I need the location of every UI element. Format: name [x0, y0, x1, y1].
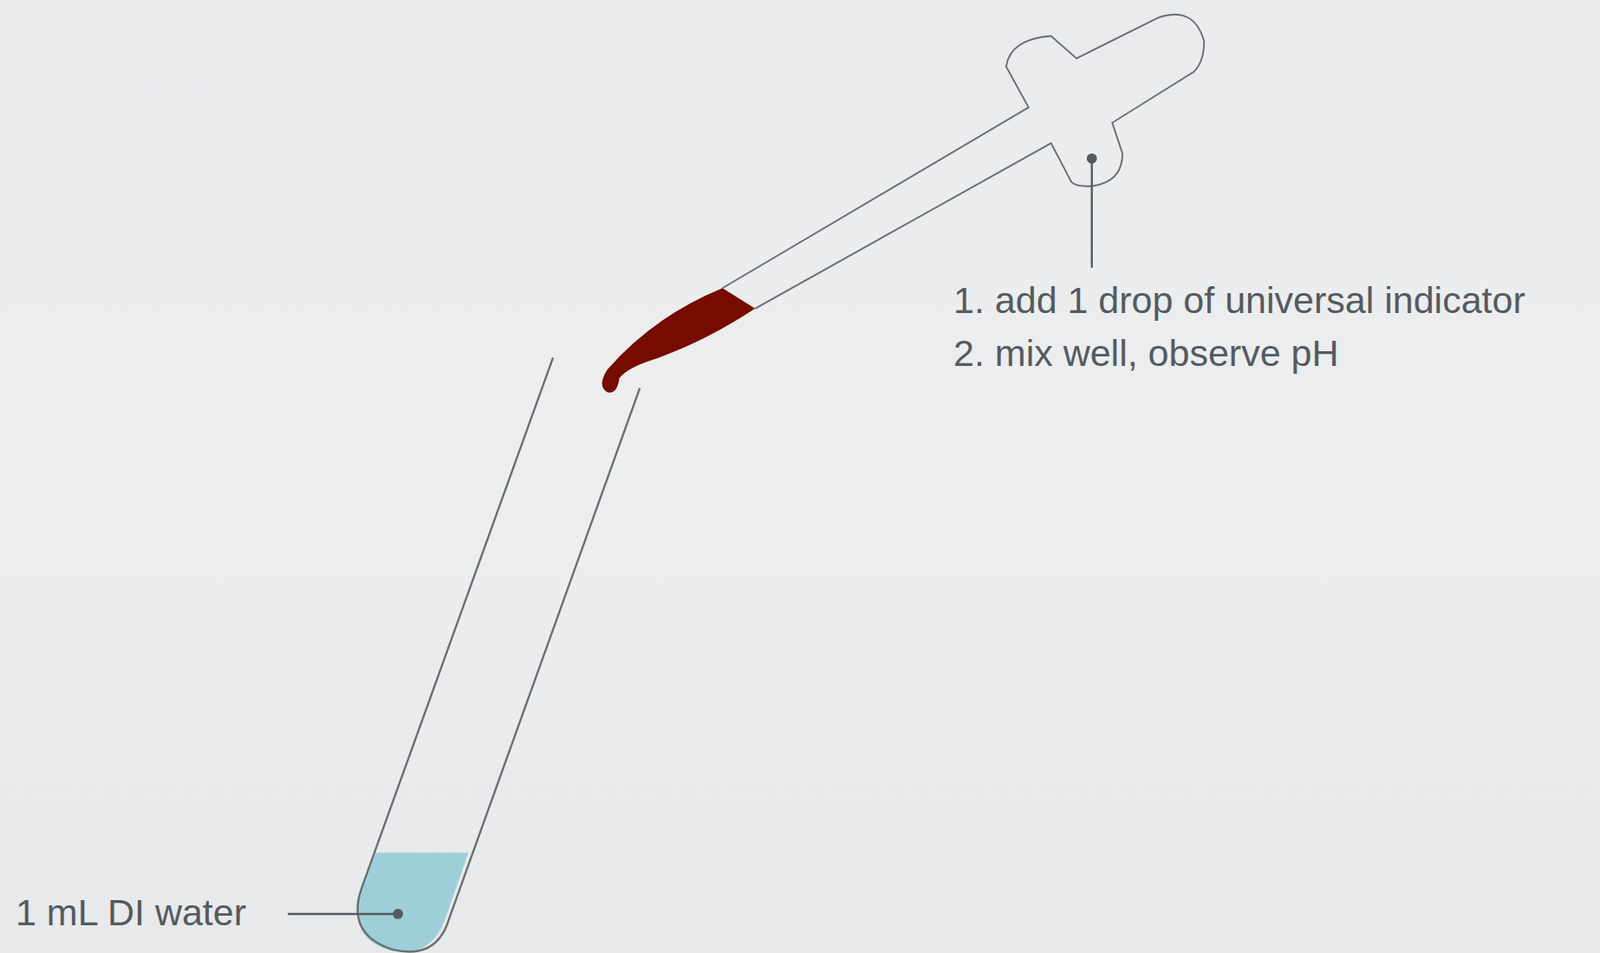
dropper [722, 14, 1205, 309]
leader-line [1091, 158, 1093, 268]
indicator-liquid [602, 287, 756, 392]
water-fill [356, 852, 469, 951]
leader-line [287, 912, 398, 915]
step-note: 1. add 1 drop of universal indicator [953, 279, 1526, 322]
step-note: 2. mix well, observe pH [953, 331, 1340, 375]
leader-dot [1086, 153, 1098, 164]
sample-label: 1 mL DI water [15, 891, 247, 934]
leader-dot [392, 908, 404, 919]
test-tube [357, 357, 641, 951]
